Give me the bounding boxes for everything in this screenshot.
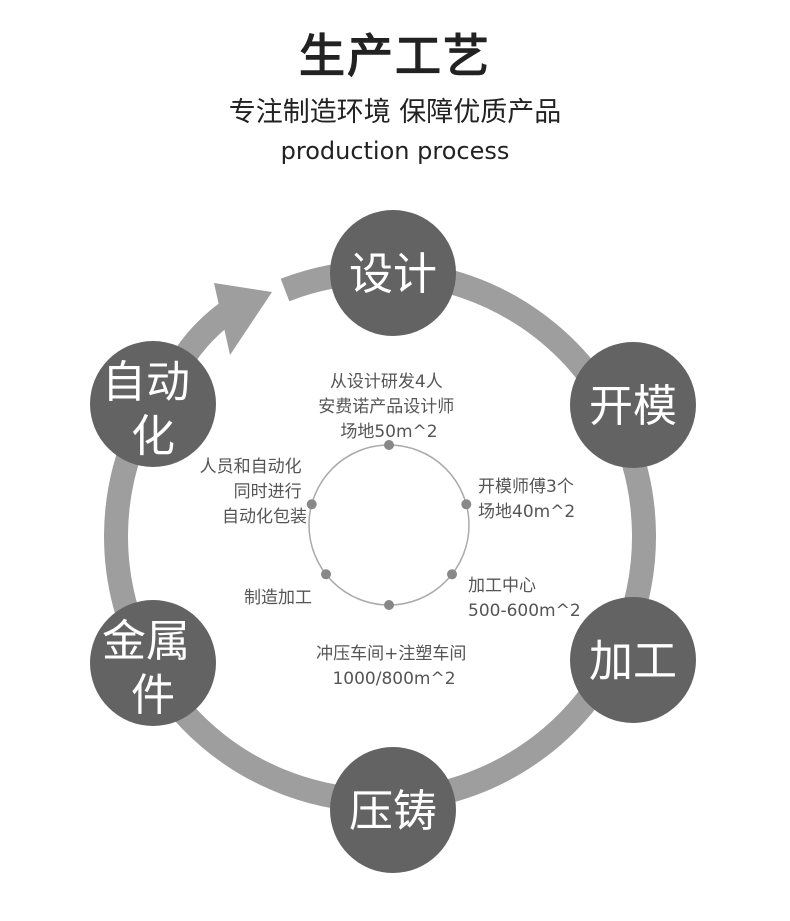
page-title: 生产工艺 [299,29,491,83]
detail-automation: 人员和自动化 同时进行 自动化包装 [200,457,307,527]
inner-ring-dot [461,499,472,510]
page-subtitle: 专注制造环境 保障优质产品 [228,97,562,128]
step-label: 加工 [589,636,677,687]
inner-ring-dot [384,440,394,450]
step-automation: 自动 化 [90,341,216,467]
inner-ring-dot [384,600,394,610]
detail-machining: 加工中心 500-600m^2 [468,576,581,621]
step-label: 压铸 [349,786,437,837]
step-metal-parts: 金属 件 [90,600,216,726]
detail-metal-parts: 制造加工 [244,588,312,608]
detail-design: 从设计研发4人 安费诺产品设计师 场地50m^2 [318,372,459,442]
step-machining: 加工 [570,597,696,723]
inner-ring-dot [306,499,317,510]
inner-ring-dot [447,569,457,580]
detail-die-casting: 冲压车间+注塑车间 1000/800m^2 [316,644,472,689]
process-ring [104,260,657,813]
detail-mold: 开模师傅3个 场地40m^2 [478,477,579,522]
inner-ring-dot [321,569,331,580]
process-arrow-head [214,283,272,355]
step-design: 设计 [330,210,456,336]
inner-ring [308,444,470,606]
step-label: 开模 [589,381,677,432]
step-label: 自动 化 [102,357,204,462]
step-mold: 开模 [570,342,696,468]
step-die-casting: 压铸 [330,747,456,873]
step-label: 金属 件 [102,616,204,721]
page-subtitle-english: production process [280,137,510,165]
step-label: 设计 [349,249,437,300]
